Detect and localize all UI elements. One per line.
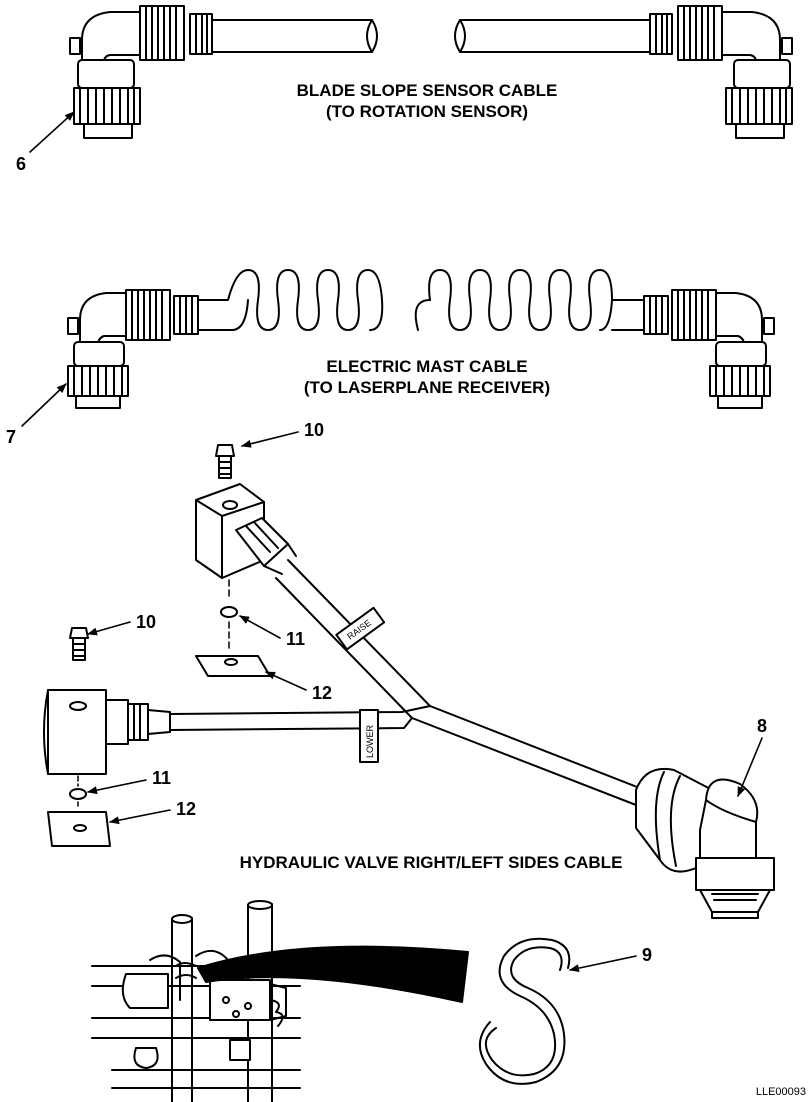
gasket-12-lower: [47, 811, 111, 847]
blade-slope-left-connector: [69, 5, 213, 139]
electric-mast-left-connector: [67, 289, 199, 409]
leader-8: [737, 737, 763, 797]
blade-slope-sensor-cable: [69, 5, 793, 139]
callout-9: 9: [642, 945, 653, 965]
blade-slope-caption-line1: BLADE SLOPE SENSOR CABLE: [296, 81, 558, 100]
callout-11-lower: 11: [152, 768, 172, 788]
lower-valve-connector: [43, 627, 171, 775]
leader-10b: [87, 621, 131, 636]
callout-12-lower: 12: [176, 799, 197, 819]
leader-9: [569, 955, 637, 973]
o-ring-11-upper: [220, 606, 238, 618]
blade-slope-right-connector: [649, 5, 793, 139]
hydraulic-valve-cable: [43, 444, 775, 919]
leader-11a: [239, 615, 281, 639]
hydraulic-end-connector: [635, 768, 775, 919]
hydraulic-valve-cable-caption: HYDRAULIC VALVE RIGHT/LEFT SIDES CABLE: [239, 853, 623, 872]
s-hook: [485, 937, 571, 1077]
o-ring-11-lower: [69, 788, 87, 800]
mounting-detail: [91, 900, 301, 1102]
leader-7: [21, 383, 67, 427]
document-id: LLE00093: [755, 1086, 806, 1098]
leader-6: [29, 111, 75, 153]
callout-6: 6: [16, 154, 27, 174]
raise-tag: [335, 606, 386, 651]
lower-tag-label: LOWER: [365, 724, 375, 758]
electric-mast-caption-line2: (TO LASERPLANE RECEIVER): [303, 378, 551, 397]
blade-slope-caption-line2: (TO ROTATION SENSOR): [325, 102, 529, 121]
leader-10a: [241, 431, 299, 448]
blade-slope-cable-caption: BLADE SLOPE SENSOR CABLE (TO ROTATION SE…: [262, 80, 592, 122]
electric-mast-right-connector: [643, 289, 775, 409]
upper-valve-connector: [195, 444, 297, 579]
electric-mast-cable: [67, 269, 775, 409]
electric-mast-cable-caption: ELECTRIC MAST CABLE (TO LASERPLANE RECEI…: [262, 356, 592, 398]
callout-10-upper: 10: [304, 420, 325, 440]
callout-11-upper: 11: [286, 629, 306, 649]
callout-10-lower: 10: [136, 612, 157, 632]
callout-12-upper: 12: [312, 683, 333, 703]
black-cable-sweep: [197, 945, 469, 1003]
callout-8: 8: [757, 716, 768, 736]
callout-7: 7: [6, 427, 17, 447]
leader-11b: [87, 779, 147, 795]
electric-mast-caption-line1: ELECTRIC MAST CABLE: [326, 357, 528, 376]
lower-tag: [359, 709, 379, 763]
leader-12b: [109, 809, 171, 825]
leader-12a: [265, 671, 307, 691]
